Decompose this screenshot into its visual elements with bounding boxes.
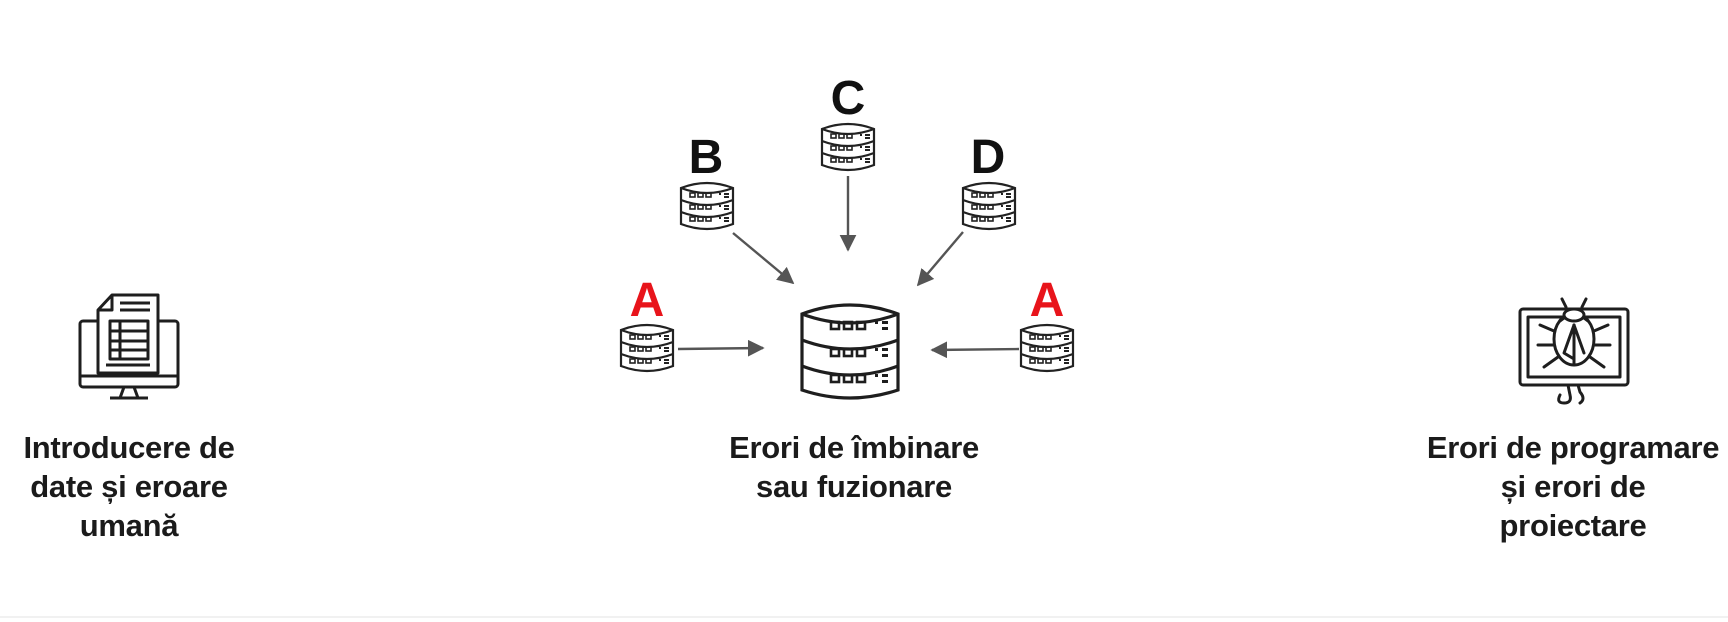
caption-merge-errors: Erori de îmbinare sau fuzionare bbox=[700, 428, 1008, 506]
caption-right-line-1: Erori de programare bbox=[1426, 430, 1720, 465]
computer-bug-icon bbox=[1518, 297, 1630, 405]
arrow-a-right-to-center bbox=[930, 341, 1020, 359]
computer-spreadsheet-icon bbox=[78, 293, 180, 400]
caption-left-line-1: Introducere de bbox=[23, 430, 235, 465]
caption-right-line-3: proiectare bbox=[1499, 508, 1647, 543]
database-icon-a-right bbox=[1019, 323, 1075, 373]
caption-middle-line-1: Erori de îmbinare bbox=[729, 430, 979, 465]
caption-left-line-2: date și eroare bbox=[30, 469, 228, 504]
arrow-a-left-to-center bbox=[677, 339, 765, 357]
caption-middle-line-2: sau fuzionare bbox=[756, 469, 952, 504]
central-database-icon bbox=[800, 303, 900, 400]
caption-data-entry-human-error: Introducere de date și eroare umană bbox=[0, 428, 258, 545]
source-label-c: C bbox=[831, 72, 866, 125]
database-icon-d bbox=[961, 181, 1017, 231]
source-label-b: B bbox=[689, 131, 724, 184]
source-label-d: D bbox=[971, 131, 1006, 184]
database-icon-a-left bbox=[619, 323, 675, 373]
database-icon-b bbox=[679, 181, 735, 231]
caption-right-line-2: și erori de bbox=[1500, 469, 1646, 504]
arrow-d-to-center bbox=[916, 231, 964, 287]
caption-left-line-3: umană bbox=[79, 508, 179, 543]
database-icon-c bbox=[820, 122, 876, 172]
source-label-a-right: A bbox=[1030, 274, 1065, 327]
arrow-b-to-center bbox=[732, 232, 795, 285]
bottom-divider bbox=[0, 616, 1728, 618]
source-label-a-left: A bbox=[630, 274, 665, 327]
caption-programming-design-errors: Erori de programare și erori de proiecta… bbox=[1418, 428, 1728, 545]
